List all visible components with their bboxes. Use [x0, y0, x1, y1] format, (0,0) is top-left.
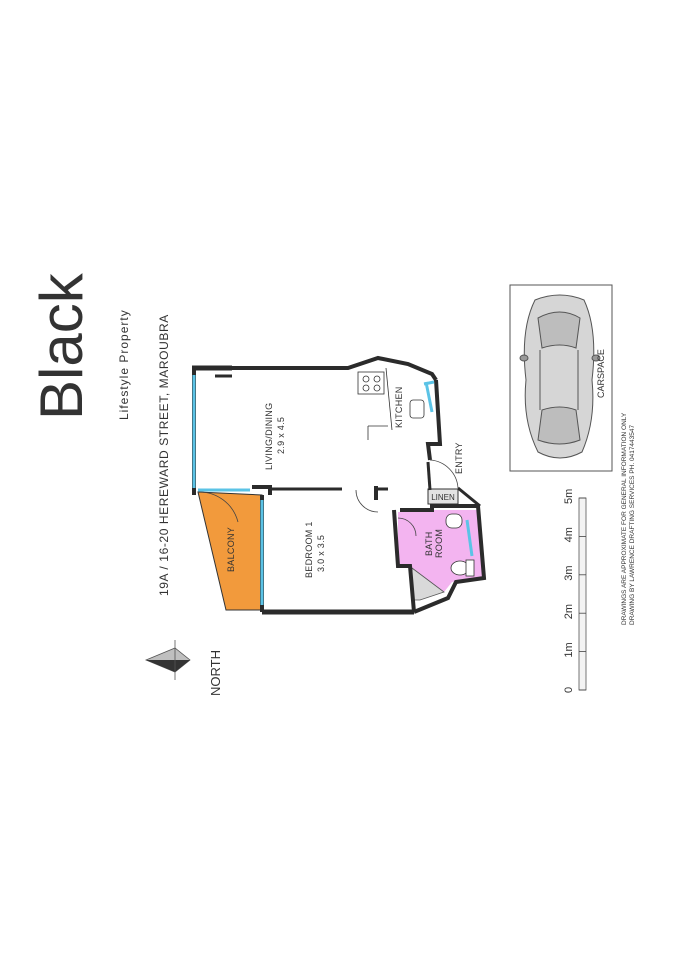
sink-icon	[409, 399, 425, 419]
entry-label: ENTRY	[454, 442, 464, 474]
scale-bar: 0 1m 2m 3m 4m 5m	[563, 489, 587, 693]
brand-tagline: Lifestyle Property	[117, 309, 131, 420]
basin-icon	[445, 513, 463, 529]
bedroom-door-swing	[355, 489, 379, 513]
scale-tick-label: 5m	[563, 489, 575, 504]
entry-door-swing	[429, 459, 459, 489]
brand-block: Black Lifestyle Property	[28, 272, 131, 420]
linen-label: LINEN	[431, 493, 455, 502]
living-dims: 2.9 x 4.5	[276, 417, 286, 454]
north-compass: NORTH	[144, 640, 223, 696]
carspace-label: CARSPACE	[596, 349, 606, 398]
disclaimer-line1: DRAWINGS ARE APPROXIMATE FOR GENERAL INF…	[621, 412, 628, 625]
scale-tick-label: 3m	[563, 566, 575, 581]
living-label: LIVING/DINING	[264, 403, 274, 470]
scale-bar-strip	[578, 497, 587, 691]
compass-label: NORTH	[208, 650, 223, 696]
bedroom-dims: 3.0 x 3.5	[316, 535, 326, 572]
scale-tick-label: 4m	[563, 527, 575, 542]
doors	[355, 459, 459, 537]
bathroom-fixtures	[445, 513, 475, 577]
scale-tick-label: 1m	[563, 642, 575, 657]
address-title: 19A / 16-20 HEREWARD STREET, MAROUBRA	[157, 314, 171, 596]
bathroom-label-line1: BATH	[424, 531, 434, 556]
carspace: CARSPACE	[509, 284, 613, 472]
bathroom-label-line2: ROOM	[434, 529, 444, 558]
balcony-door-swing	[197, 491, 239, 523]
compass-arrow-icon	[144, 640, 191, 680]
balcony-label: BALCONY	[226, 527, 236, 572]
car-icon	[519, 294, 601, 459]
bathroom-door-swing	[397, 517, 417, 537]
scale-tick-label: 0	[563, 687, 575, 693]
disclaimer-line2: DRAWING BY LAWRENCE DRAFTING SERVICES PH…	[629, 424, 636, 625]
bedroom-label: BEDROOM 1	[304, 521, 314, 578]
kitchen-label: KITCHEN	[394, 386, 404, 428]
scale-tick-label: 2m	[563, 604, 575, 619]
kitchen-fixtures	[357, 367, 425, 440]
windows	[192, 375, 474, 605]
brand-name: Black	[28, 272, 95, 420]
